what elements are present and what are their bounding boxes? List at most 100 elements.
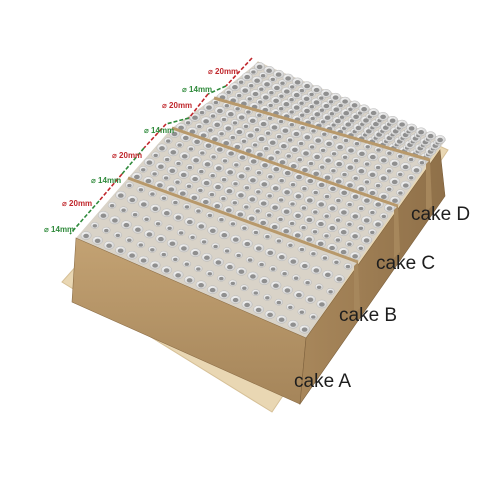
tube-hole: [201, 240, 207, 244]
tube-hole: [219, 132, 224, 136]
tube-hole: [208, 128, 213, 132]
tube-hole: [212, 137, 218, 142]
tube-hole: [191, 195, 198, 200]
tube-hole: [283, 89, 290, 94]
tube-hole: [313, 87, 320, 93]
tube-hole: [279, 107, 284, 111]
tube-hole: [302, 167, 308, 173]
tube-hole: [250, 274, 256, 279]
tube-hole: [226, 189, 233, 194]
tube-hole: [292, 147, 298, 152]
tube-hole: [221, 117, 227, 122]
tube-hole: [272, 205, 278, 210]
tube-hole: [215, 166, 222, 171]
tube-hole: [223, 141, 230, 146]
tube-hole: [232, 297, 239, 303]
tube-hole: [295, 213, 301, 218]
tube-hole: [235, 107, 240, 111]
tube-hole: [352, 194, 359, 199]
tube-hole: [280, 144, 287, 149]
tube-hole: [369, 190, 376, 196]
tube-hole: [319, 108, 325, 112]
tube-hole: [283, 229, 290, 234]
tube-hole: [247, 133, 254, 138]
tube-hole: [318, 202, 325, 207]
tube-hole: [273, 283, 279, 288]
tube-hole: [324, 194, 330, 199]
tube-hole: [343, 138, 349, 143]
tube-hole: [255, 209, 260, 213]
tube-hole: [313, 100, 320, 105]
tube-hole: [244, 205, 249, 209]
tube-hole: [249, 84, 254, 88]
tube-hole: [176, 161, 181, 166]
tube-hole: [315, 138, 322, 143]
tube-hole: [250, 178, 256, 183]
tube-hole: [309, 105, 314, 109]
tube-hole: [167, 226, 172, 230]
tube-hole: [181, 154, 188, 159]
tube-hole: [363, 218, 370, 223]
tube-hole: [242, 286, 247, 290]
tube-hole: [323, 103, 330, 109]
tube-hole: [380, 176, 387, 181]
tube-hole: [140, 258, 147, 263]
tube-hole: [402, 183, 409, 188]
tube-hole: [265, 296, 270, 300]
tube-hole: [320, 148, 326, 153]
tube-hole: [259, 262, 264, 267]
tube-hole: [336, 161, 343, 167]
tube-hole: [200, 133, 207, 138]
tube-hole: [358, 226, 364, 230]
tube-hole: [299, 247, 305, 252]
tube-hole: [328, 290, 333, 294]
tube-hole: [150, 192, 155, 196]
tube-hole: [215, 260, 222, 265]
tube-hole: [232, 121, 238, 125]
tube-hole: [324, 115, 331, 120]
tube-hole: [230, 222, 236, 226]
tube-hole: [209, 228, 216, 233]
tube-hole: [168, 187, 175, 192]
tube-hole: [152, 172, 157, 176]
dimension-segment: [165, 117, 190, 125]
tube-hole: [304, 135, 311, 140]
cake-dividers: [127, 96, 432, 314]
tube-hole: [230, 135, 235, 140]
tube-hole: [221, 233, 228, 238]
tube-hole: [299, 310, 304, 314]
tube-hole: [117, 248, 124, 253]
dim-label: ⌀ 14mm: [182, 85, 212, 94]
tube-hole: [320, 165, 325, 169]
tube-hole: [192, 250, 199, 256]
tube-hole: [307, 178, 314, 184]
tube-hole: [166, 139, 171, 143]
tube-hole: [280, 81, 285, 85]
tube-hole: [232, 201, 237, 205]
tube-hole: [330, 186, 336, 191]
tube-hole: [186, 278, 193, 283]
tube-hole: [336, 198, 341, 203]
tube-hole: [175, 273, 181, 278]
tube-hole: [380, 114, 386, 119]
tube-hole: [255, 307, 262, 313]
tube-hole: [365, 145, 370, 149]
tube-hole: [215, 184, 221, 190]
tube-hole: [106, 243, 112, 248]
tube-hole: [178, 231, 184, 235]
tube-hole: [248, 216, 255, 221]
tube-hole: [312, 230, 318, 234]
divider-end: [354, 262, 360, 314]
tube-hole: [370, 210, 375, 215]
dim-label: ⌀ 14mm: [144, 126, 174, 135]
tube-hole: [299, 88, 305, 93]
tube-hole: [284, 288, 291, 293]
tube-hole: [352, 214, 359, 219]
tube-hole: [345, 122, 352, 127]
tube-hole: [222, 159, 228, 163]
tube-hole: [254, 78, 260, 83]
tube-hole: [245, 167, 250, 171]
tube-hole: [158, 164, 164, 169]
tube-hole: [260, 220, 267, 226]
cake-a-label: cake A: [294, 371, 351, 392]
